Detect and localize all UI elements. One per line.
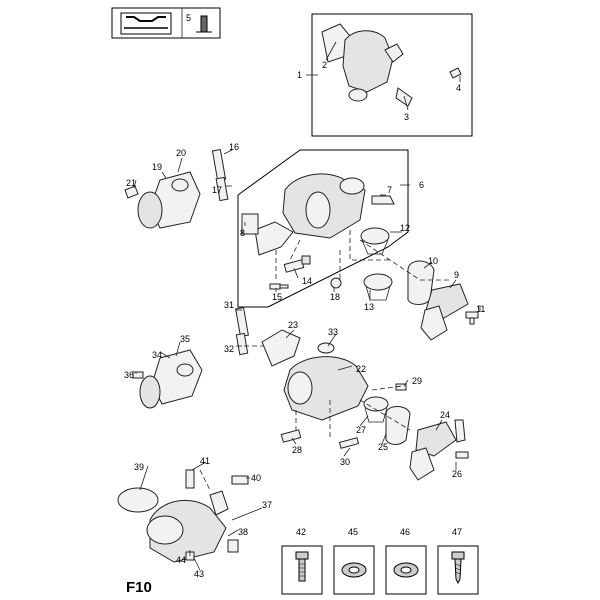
leader-lines bbox=[133, 41, 481, 571]
callout-37: 37 bbox=[262, 500, 272, 510]
callout-34: 34 bbox=[152, 350, 162, 360]
coolant-flange-19 bbox=[124, 171, 201, 229]
callout-15: 15 bbox=[272, 292, 282, 302]
callout-4: 4 bbox=[456, 83, 461, 93]
studs-16-17 bbox=[211, 148, 229, 202]
callout-1: 1 bbox=[297, 70, 302, 80]
callout-44: 44 bbox=[176, 555, 186, 565]
callout-13: 13 bbox=[364, 302, 374, 312]
callout-6: 6 bbox=[419, 180, 424, 190]
tool-icon bbox=[196, 15, 212, 33]
callout-41: 41 bbox=[200, 456, 210, 466]
callout-26: 26 bbox=[452, 469, 462, 479]
callout-29: 29 bbox=[412, 376, 422, 386]
bolt-26 bbox=[455, 451, 469, 459]
thermostat-housing-6 bbox=[241, 173, 395, 256]
callout-33: 33 bbox=[328, 327, 338, 337]
outlet-cover-9 bbox=[420, 283, 469, 341]
header-box-number: 5 bbox=[186, 13, 191, 23]
callout-17: 17 bbox=[212, 185, 222, 195]
callout-3: 3 bbox=[404, 112, 409, 122]
thermostat-12 bbox=[360, 227, 390, 255]
callout-20: 20 bbox=[176, 148, 186, 158]
fastener-legend bbox=[281, 545, 479, 595]
callout-8: 8 bbox=[240, 228, 245, 238]
callout-7: 7 bbox=[387, 185, 392, 195]
outlet-cover-24 bbox=[409, 419, 466, 481]
thermostat-27 bbox=[363, 396, 389, 423]
callout-22: 22 bbox=[356, 364, 366, 374]
bolt-15 bbox=[269, 283, 289, 290]
callout-23: 23 bbox=[288, 320, 298, 330]
callout-14: 14 bbox=[302, 276, 312, 286]
callout-40: 40 bbox=[251, 473, 261, 483]
callout-9: 9 bbox=[454, 270, 459, 280]
gasket-23 bbox=[261, 329, 301, 367]
thermostat-housing-22 bbox=[283, 342, 369, 421]
bolt-11 bbox=[465, 311, 479, 325]
callout-19: 19 bbox=[152, 162, 162, 172]
callout-31: 31 bbox=[224, 300, 234, 310]
callout-45: 45 bbox=[348, 527, 358, 537]
callout-43: 43 bbox=[194, 569, 204, 579]
callout-36: 36 bbox=[124, 370, 134, 380]
callout-28: 28 bbox=[292, 445, 302, 455]
callout-12: 12 bbox=[400, 223, 410, 233]
callout-10: 10 bbox=[428, 256, 438, 266]
callout-25: 25 bbox=[378, 442, 388, 452]
manual-reference-box: 5 bbox=[111, 7, 221, 39]
thermostat-13 bbox=[363, 273, 393, 301]
callout-18: 18 bbox=[330, 292, 340, 302]
callout-21: 21 bbox=[126, 178, 136, 188]
thermostat-assembly-37 bbox=[117, 469, 249, 563]
alignment-lines bbox=[199, 230, 450, 491]
callout-46: 46 bbox=[400, 527, 410, 537]
washer-icon bbox=[393, 562, 419, 578]
sensor-28 bbox=[280, 429, 302, 443]
callout-2: 2 bbox=[322, 60, 327, 70]
coolant-flange-34 bbox=[139, 349, 203, 409]
callout-27: 27 bbox=[356, 425, 366, 435]
bolt-icon bbox=[295, 551, 309, 582]
callout-30: 30 bbox=[340, 457, 350, 467]
studs-31-32 bbox=[235, 306, 249, 356]
callout-24: 24 bbox=[440, 410, 450, 420]
nut-18 bbox=[330, 277, 342, 289]
callout-32: 32 bbox=[224, 344, 234, 354]
callout-labels: 1 2 3 4 6 7 8 9 10 11 12 13 14 15 16 17 … bbox=[124, 60, 485, 579]
stud-30 bbox=[338, 437, 360, 449]
callout-35: 35 bbox=[180, 334, 190, 344]
callout-42: 42 bbox=[296, 527, 306, 537]
callout-47: 47 bbox=[452, 527, 462, 537]
gasket-25 bbox=[385, 406, 411, 445]
page-code: F10 bbox=[126, 579, 152, 596]
repair-manual-icon bbox=[120, 12, 172, 35]
washer-icon bbox=[341, 562, 367, 578]
callout-38: 38 bbox=[238, 527, 248, 537]
screw-icon bbox=[451, 551, 465, 585]
callout-11: 11 bbox=[476, 304, 485, 314]
callout-39: 39 bbox=[134, 462, 144, 472]
callout-16: 16 bbox=[229, 142, 239, 152]
bolt-36 bbox=[132, 371, 144, 379]
